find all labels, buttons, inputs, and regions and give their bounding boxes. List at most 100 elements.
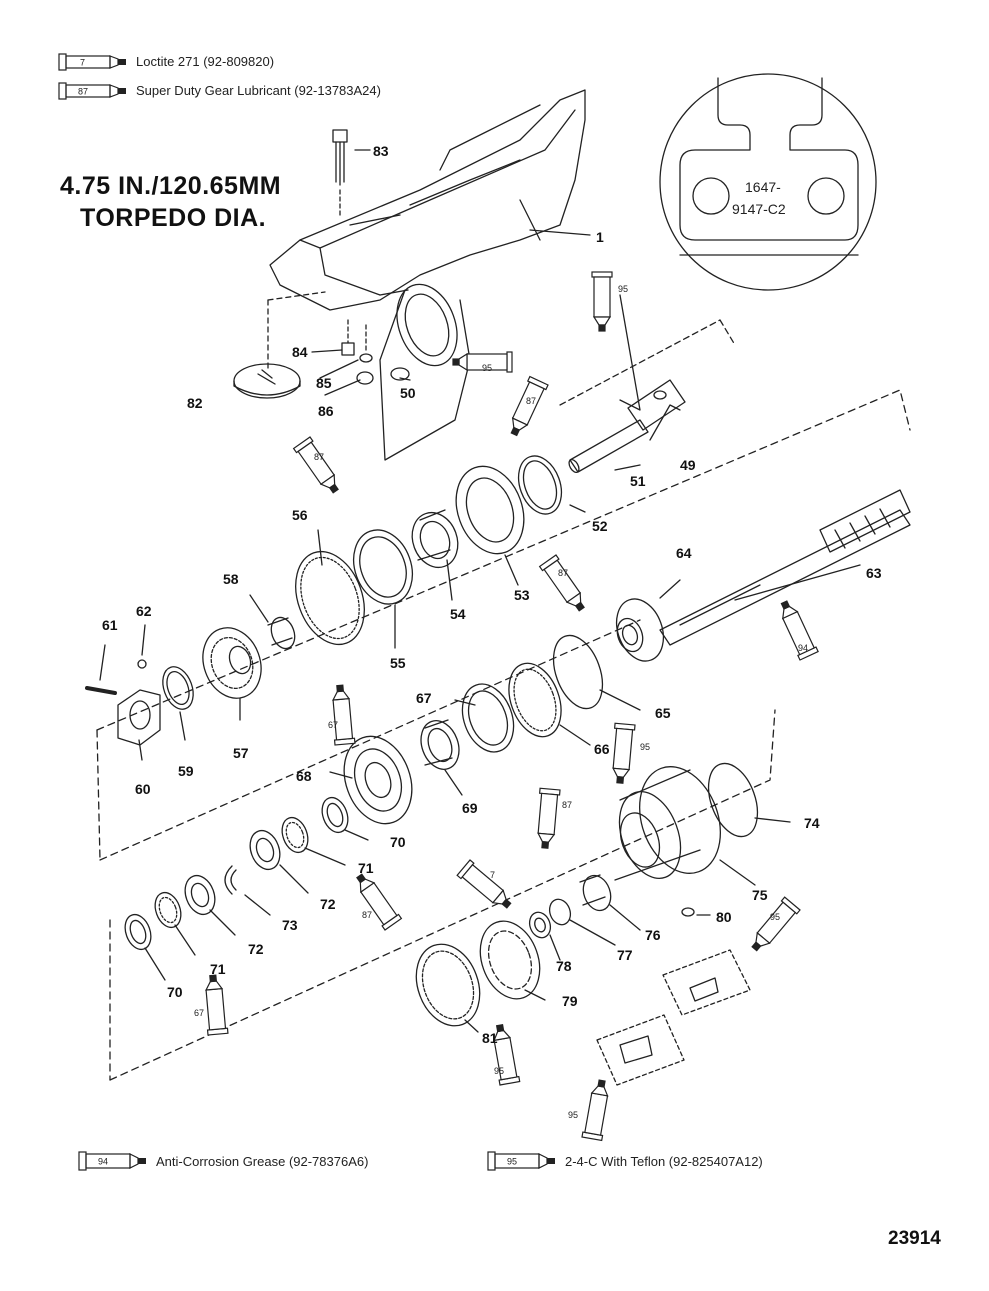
- seal-72-lower: [184, 874, 216, 916]
- bearing-cup-53: [455, 465, 525, 555]
- torpedo-diameter-subtitle: TORPEDO DIA.: [80, 204, 267, 232]
- grease-tube-94: [780, 600, 819, 661]
- tube-label: 67: [328, 720, 338, 730]
- legend-tube-95-number: 95: [507, 1157, 517, 1167]
- legend-loctite-label: Loctite 271 (92-809820): [136, 54, 275, 69]
- grease-tube-87-c: [538, 554, 585, 612]
- grease-tube-67: [332, 684, 356, 746]
- thrust-bearing-56: [295, 550, 365, 646]
- legend-anti-corrosion-label: Anti-Corrosion Grease (92-78376A6): [156, 1154, 369, 1169]
- callout-83: 83: [373, 143, 389, 159]
- callout-71-lower: 71: [210, 961, 226, 977]
- callout-68: 68: [296, 768, 312, 784]
- callout-66: 66: [594, 741, 610, 757]
- torpedo-diameter-title: 4.75 IN./120.65MM: [60, 172, 282, 200]
- callout-80: 80: [716, 909, 732, 925]
- shim-55: [353, 529, 413, 605]
- callout-75: 75: [752, 887, 768, 903]
- bearing-carrier-68: [343, 735, 413, 825]
- gear-housing: [269, 89, 586, 461]
- cover-nut-81: [415, 943, 481, 1027]
- callout-50: 50: [400, 385, 416, 401]
- inset-part-number-line2: 9147-C2: [732, 201, 786, 217]
- grease-tube-95-right: [612, 722, 636, 784]
- oring-65: [552, 634, 604, 710]
- cross-pin-61: [85, 686, 117, 695]
- callout-55: 55: [390, 655, 406, 671]
- callout-57: 57: [233, 745, 249, 761]
- reverse-gear-64: [615, 598, 665, 662]
- grease-tube-95-bottom: [493, 1023, 521, 1086]
- thrust-bearing-71-upper: [281, 816, 309, 854]
- spring-ring-59: [162, 666, 194, 710]
- grease-tube-87-b: [292, 436, 339, 494]
- needle-bearing-76: [579, 874, 612, 912]
- callout-78: 78: [556, 958, 572, 974]
- roller-bearing-69: [420, 719, 460, 770]
- thrust-washer-67: [461, 683, 515, 753]
- callout-64: 64: [676, 545, 692, 561]
- washer-70-lower: [124, 913, 152, 951]
- callout-73: 73: [282, 917, 298, 933]
- seal-77: [548, 898, 572, 926]
- callout-62: 62: [136, 603, 152, 619]
- callout-79: 79: [562, 993, 578, 1009]
- roller-bearing-54: [411, 509, 459, 569]
- callout-53: 53: [514, 587, 530, 603]
- legend-tube-87-icon: 87: [58, 82, 126, 100]
- part-50: [390, 367, 410, 381]
- callout-72-upper: 72: [320, 896, 336, 912]
- legend-tube-87-number: 87: [78, 87, 88, 97]
- bolt-83: [332, 129, 348, 216]
- tab-washer-79: [479, 920, 541, 1000]
- inset-part-number-line1: 1647-: [745, 179, 781, 195]
- tube-label: 95: [640, 742, 650, 752]
- callout-70-lower: 70: [167, 984, 183, 1000]
- callout-54: 54: [450, 606, 466, 622]
- oring-74: [707, 762, 759, 838]
- tube-label: 94: [798, 643, 808, 653]
- tube-label: 7: [490, 870, 495, 880]
- propeller-shaft-63: [659, 489, 911, 646]
- screw-84: [341, 342, 355, 356]
- callout-72-lower: 72: [248, 941, 264, 957]
- callout-59: 59: [178, 763, 194, 779]
- callout-56: 56: [292, 507, 308, 523]
- shift-coupler-49: [627, 379, 686, 431]
- callout-77: 77: [617, 947, 633, 963]
- legend-gear-lube-label: Super Duty Gear Lubricant (92-13783A24): [136, 83, 381, 98]
- seal-78: [528, 911, 552, 939]
- thrust-bearing-71-lower: [154, 891, 182, 929]
- callout-61: 61: [102, 617, 118, 633]
- detent-ball-62: [137, 659, 147, 669]
- callout-67: 67: [416, 690, 432, 706]
- tube-label: 95: [482, 363, 492, 373]
- seal-72-upper: [249, 829, 281, 871]
- legend-tube-7-number: 7: [80, 58, 85, 68]
- forward-gear-57: [202, 627, 262, 699]
- callout-71-upper: 71: [358, 860, 374, 876]
- grease-tube-95-top: [591, 271, 613, 332]
- tube-label: 87: [314, 452, 324, 462]
- callout-1: 1: [596, 229, 604, 245]
- legend-tube-95-icon: 95: [487, 1151, 555, 1171]
- oring-52: [517, 455, 563, 515]
- legend-tube-94-icon: 94: [78, 1151, 146, 1171]
- callout-76: 76: [645, 927, 661, 943]
- callout-85: 85: [316, 375, 332, 391]
- thrust-bearing-66: [508, 662, 562, 738]
- clutch-60: [117, 689, 161, 746]
- callout-69: 69: [462, 800, 478, 816]
- callout-52: 52: [592, 518, 608, 534]
- callout-74: 74: [804, 815, 820, 831]
- washer-85: [359, 353, 373, 363]
- cover-plate-82: [233, 363, 301, 399]
- callout-65: 65: [655, 705, 671, 721]
- callout-70-upper: 70: [390, 834, 406, 850]
- retaining-ring-73: [224, 865, 237, 895]
- inset-detail-circle: [659, 73, 877, 291]
- legend-teflon-grease-label: 2-4-C With Teflon (92-825407A12): [565, 1154, 763, 1169]
- part-80: [681, 907, 695, 917]
